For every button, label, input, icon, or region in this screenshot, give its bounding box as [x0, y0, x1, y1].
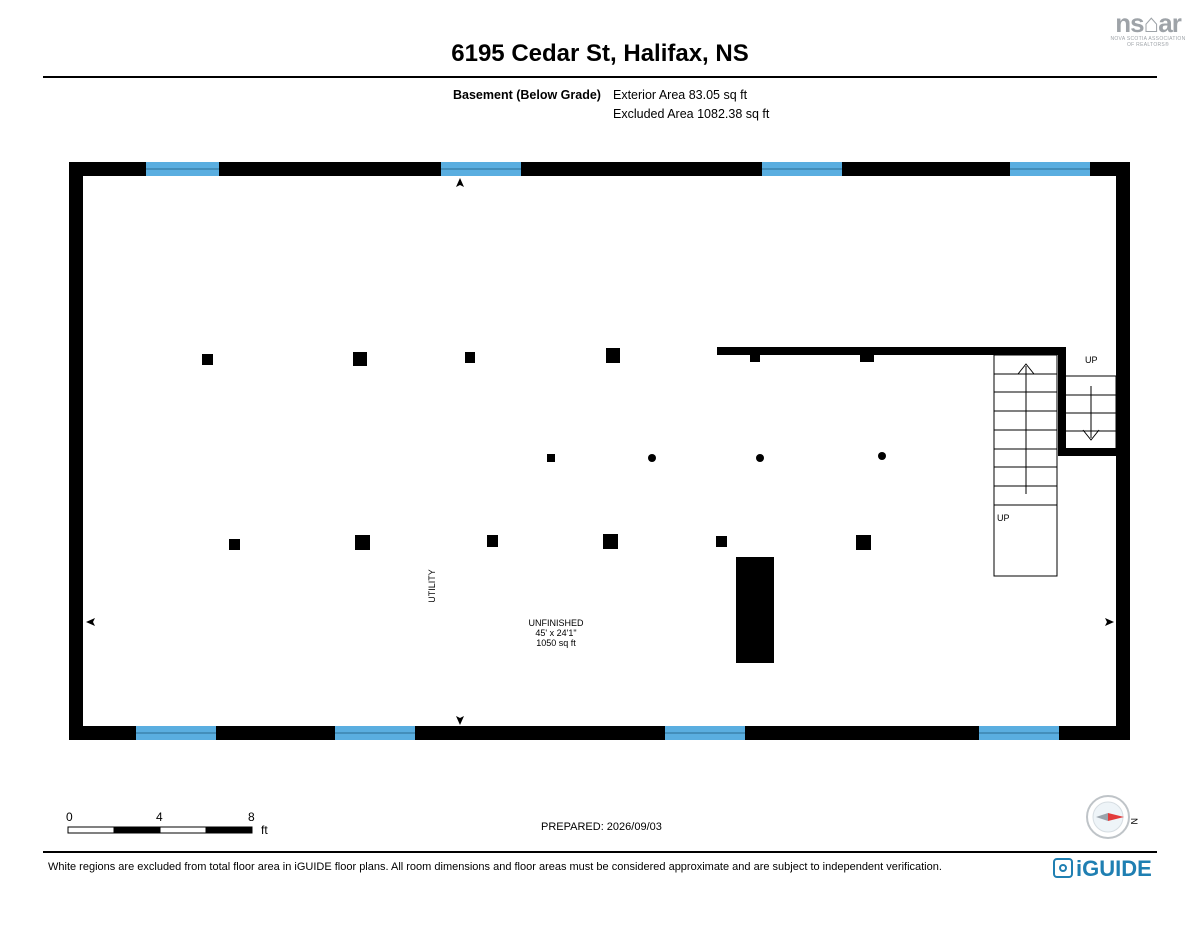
window	[979, 726, 1059, 740]
window	[146, 162, 219, 176]
scale-tick-8: 8	[248, 810, 255, 824]
footer-divider	[43, 851, 1157, 853]
nsar-logo-subtext: NOVA SCOTIA ASSOCIATION OF REALTORS®	[1110, 36, 1186, 48]
scale-bar: 0 4 8 ft	[66, 810, 268, 837]
nsar-logo: ns⌂ar NOVA SCOTIA ASSOCIATION OF REALTOR…	[1106, 10, 1190, 48]
scale-tick-0: 0	[66, 810, 73, 824]
appliance-block	[736, 557, 774, 663]
window	[1010, 162, 1090, 176]
stair-up-label: UP	[1085, 355, 1098, 365]
column	[603, 534, 618, 549]
exterior-area: Exterior Area 83.05 sq ft	[613, 88, 748, 102]
column	[606, 348, 620, 363]
room-name: UNFINISHED	[528, 618, 584, 628]
marker-right	[1105, 618, 1114, 626]
post	[648, 454, 656, 462]
exterior-wall	[69, 162, 1130, 740]
page-title: 6195 Cedar St, Halifax, NS	[451, 40, 749, 67]
room-dimensions: 45' x 24'1"	[535, 628, 576, 638]
window	[335, 726, 415, 740]
section-markers	[86, 178, 1114, 725]
window	[762, 162, 842, 176]
prepared-date: PREPARED: 2026/09/03	[541, 821, 662, 833]
window	[136, 726, 216, 740]
post	[878, 452, 886, 460]
level-label: Basement (Below Grade)	[453, 88, 601, 102]
utility-label: UTILITY	[427, 569, 437, 603]
post	[756, 454, 764, 462]
scale-tick-4: 4	[156, 810, 163, 824]
windows-bottom	[136, 726, 1059, 740]
column	[355, 535, 370, 550]
marker-left	[86, 618, 95, 626]
window	[665, 726, 745, 740]
column	[860, 352, 874, 362]
compass-icon: N	[1086, 795, 1139, 839]
staircase-small	[1066, 375, 1117, 448]
header-divider	[43, 76, 1157, 78]
marker-up	[456, 178, 464, 187]
iguide-logo-text: iGUIDE	[1076, 856, 1152, 881]
marker-down	[456, 716, 464, 725]
column	[487, 535, 498, 547]
nsar-logo-text: ns⌂ar	[1115, 8, 1182, 38]
column	[229, 539, 240, 550]
column	[856, 535, 871, 550]
column	[465, 352, 475, 363]
window	[441, 162, 521, 176]
iguide-logo: iGUIDE	[1053, 856, 1152, 882]
iguide-logo-icon	[1053, 858, 1073, 878]
compass-north-label: N	[1129, 818, 1139, 825]
column	[716, 536, 727, 547]
interior-wall	[717, 347, 1117, 456]
disclaimer: White regions are excluded from total fl…	[48, 861, 942, 873]
column	[750, 352, 760, 362]
columns	[202, 348, 886, 663]
stair-up-label: UP	[997, 513, 1010, 523]
windows-top	[146, 162, 1090, 176]
column	[547, 454, 555, 462]
room-area: 1050 sq ft	[536, 638, 576, 648]
column	[353, 352, 367, 366]
scale-unit: ft	[261, 823, 268, 837]
staircase-main	[993, 354, 1058, 577]
excluded-area: Excluded Area 1082.38 sq ft	[613, 107, 770, 121]
column	[202, 354, 213, 365]
area-summary: Basement (Below Grade) Exterior Area 83.0…	[453, 86, 769, 124]
